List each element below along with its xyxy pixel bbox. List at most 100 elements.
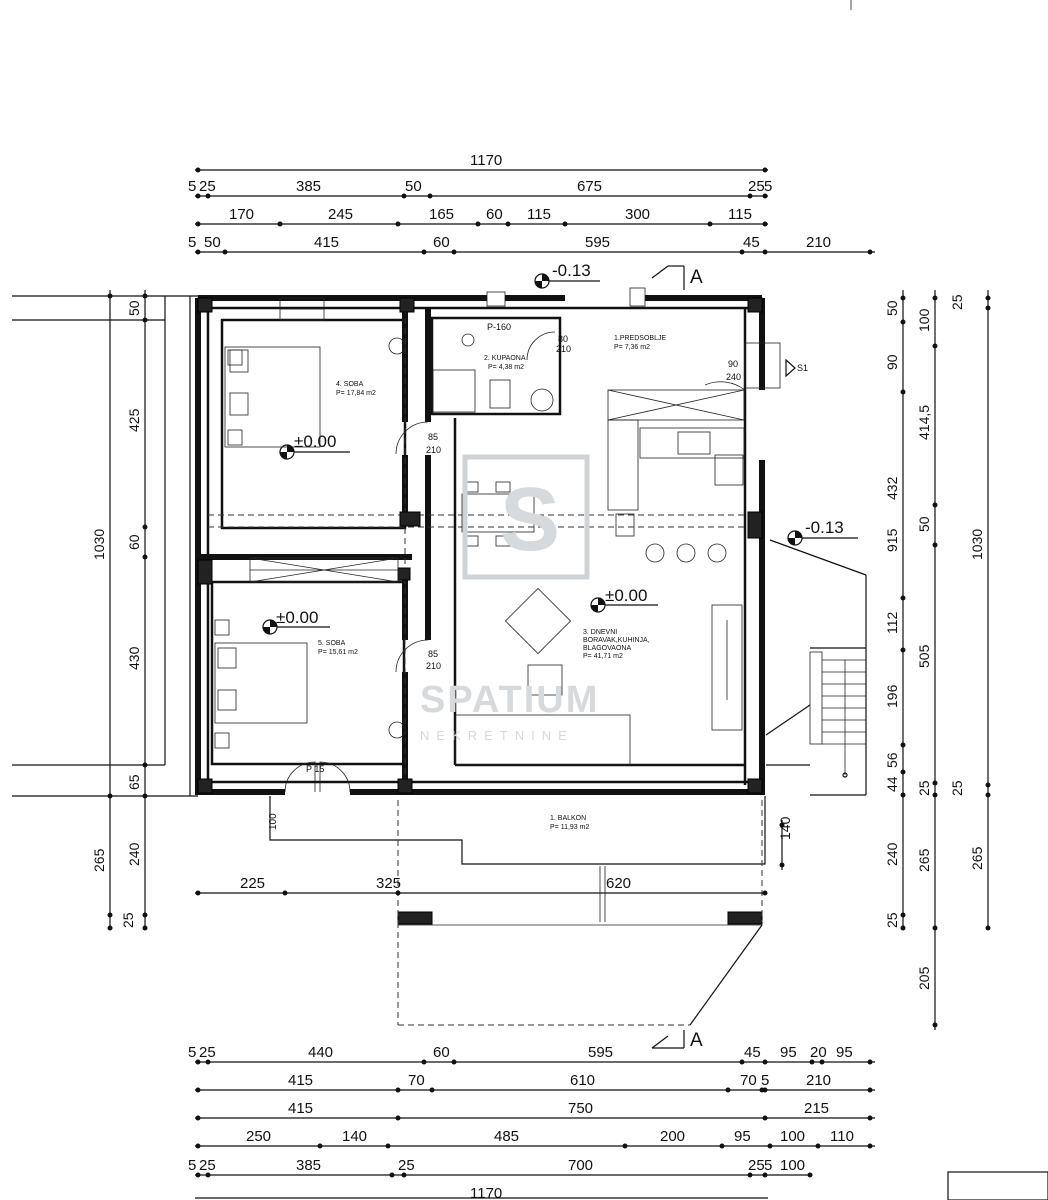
dim-b4-3: 200	[660, 1128, 685, 1145]
room3-name: 3. DNEVNI	[583, 629, 617, 636]
bottom-dimension-chains: 5 25 440 60 595 45 95 20 95 415 70 610 7…	[188, 1044, 875, 1200]
dim-t1-1: 25	[199, 178, 216, 195]
dim-r2-0: 100	[916, 308, 932, 332]
dim-l-65: 65	[126, 774, 142, 790]
dim-b2-0: 415	[288, 1072, 313, 1089]
doors	[284, 331, 796, 793]
level-marker-living: ±0.00	[590, 586, 658, 613]
dim-l-430: 430	[126, 646, 142, 670]
dim-b5-1: 25	[199, 1157, 216, 1174]
dim-b1-4: 595	[588, 1044, 613, 1061]
balcony-dimensions: 225 325 620 140 100	[240, 813, 793, 892]
room4-area: P= 17,84 m2	[336, 390, 376, 397]
balcony	[195, 796, 785, 1026]
room2-area: P= 4,38 m2	[488, 364, 524, 371]
watermark-logo: S	[500, 470, 562, 570]
dim-b4-1: 140	[342, 1128, 367, 1145]
watermark-sub: NEKRETNINE	[420, 728, 574, 743]
dim-r3-2: 1030	[969, 529, 985, 560]
level-marker-right: -0.13	[787, 518, 858, 546]
dim-t2-5: 300	[625, 206, 650, 223]
dim-balcony-225: 225	[240, 875, 265, 892]
section-mark-top: A	[690, 267, 703, 288]
dim-b2-2: 610	[570, 1072, 595, 1089]
exterior-walls	[195, 295, 765, 795]
dim-b2-1: 70	[408, 1072, 425, 1089]
dim-l-240: 240	[126, 842, 142, 866]
balcony-name: 1. BALKON	[550, 815, 586, 822]
door-bath-w: 80	[558, 334, 568, 344]
dim-r2-6: 205	[916, 966, 932, 990]
dim-t3-1: 50	[204, 234, 221, 251]
dim-balcony-620: 620	[606, 875, 631, 892]
dim-l-25a: 25	[120, 912, 136, 928]
level-living-label: ±0.00	[605, 586, 647, 605]
dim-b2-3: 70	[740, 1072, 757, 1089]
dim-r1-6: 44	[884, 776, 900, 792]
dim-balcony-100: 100	[268, 813, 279, 830]
dim-r1-5: 56	[884, 752, 900, 768]
dim-l-50: 50	[126, 300, 142, 316]
dim-r2-3: 505	[916, 644, 932, 668]
dim-t1-2: 385	[296, 178, 321, 195]
dim-b1-3: 60	[433, 1044, 450, 1061]
dim-r2-2: 50	[916, 516, 932, 532]
dim-t3-3: 60	[433, 234, 450, 251]
dim-b5-7: 100	[780, 1157, 805, 1174]
dim-r1-8: 25	[884, 912, 900, 928]
door-room5-h: 210	[426, 661, 441, 671]
watermark: S SPATIUM NEKRETNINE	[420, 454, 597, 743]
left-dimension-chains: 1030 265 25 50 425 60 430 65 240	[91, 290, 148, 931]
dim-b1-6: 95	[780, 1044, 797, 1061]
door-entry-h: 240	[726, 372, 741, 382]
dim-t2-1: 245	[328, 206, 353, 223]
room1-area: P= 7,36 m2	[614, 344, 650, 351]
level-right-label: -0.13	[805, 518, 844, 537]
dim-b3-0: 415	[288, 1100, 313, 1117]
dim-r1-4: 196	[884, 684, 900, 708]
dim-b5-6: 5	[764, 1157, 772, 1174]
dim-t2-3: 60	[486, 206, 503, 223]
dim-b4-4: 95	[734, 1128, 751, 1145]
room4-name: 4. SOBA	[336, 381, 364, 388]
top-dimension-chains: 1170 5 25 385 50 675 25 5 170 245 165 60…	[188, 152, 875, 255]
dim-r1-1: 90	[884, 354, 900, 370]
dim-l-425: 425	[126, 408, 142, 432]
level-room4-label: ±0.00	[294, 432, 336, 451]
dim-b1-5: 45	[744, 1044, 761, 1061]
dim-l-60: 60	[126, 534, 142, 550]
level-top-label: -0.13	[552, 261, 591, 280]
dim-b4-2: 485	[494, 1128, 519, 1145]
room1-name: 1.PREDSOBLJE	[614, 335, 666, 342]
dim-r3-4: 25	[949, 780, 965, 796]
dim-t1-6: 5	[764, 178, 772, 195]
dim-t1-3: 50	[405, 178, 422, 195]
door-room4-h: 210	[426, 445, 441, 455]
door-room5-w: 85	[428, 649, 438, 659]
dim-b5-2: 385	[296, 1157, 321, 1174]
dim-b2-5: 210	[806, 1072, 831, 1089]
dim-r2-4: 25	[916, 780, 932, 796]
dim-t3-5: 45	[743, 234, 760, 251]
level-marker-room4: ±0.00	[279, 432, 350, 460]
overall-width-label: 1170	[470, 152, 502, 169]
dim-r2-1: 414,5	[916, 405, 932, 440]
dim-t3-4: 595	[585, 234, 610, 251]
door-balcony: P 15	[306, 764, 324, 774]
room3-area: P= 41,71 m2	[583, 653, 623, 660]
dim-b3-1: 750	[568, 1100, 593, 1117]
dim-l-1030: 1030	[91, 529, 107, 560]
section-mark-bottom: A	[690, 1030, 703, 1051]
dim-t1-4: 675	[577, 178, 602, 195]
dim-b1-7: 20	[810, 1044, 827, 1061]
dim-b4-0: 250	[246, 1128, 271, 1145]
dim-r3-3: 265	[969, 846, 985, 870]
dim-r1-0: 50	[884, 300, 900, 316]
level-room5-label: ±0.00	[276, 608, 318, 627]
dim-b5-0: 5	[188, 1157, 196, 1174]
right-dimension-chains: 50 90 432 112 196 56 44 240 25 100 414,5…	[884, 290, 991, 1030]
balcony-area: P= 11,93 m2	[550, 824, 589, 831]
level-markers: -0.13 -0.13 ±0.00 ±0.00 ±0.00	[262, 261, 858, 635]
dim-b1-0: 5	[188, 1044, 196, 1061]
